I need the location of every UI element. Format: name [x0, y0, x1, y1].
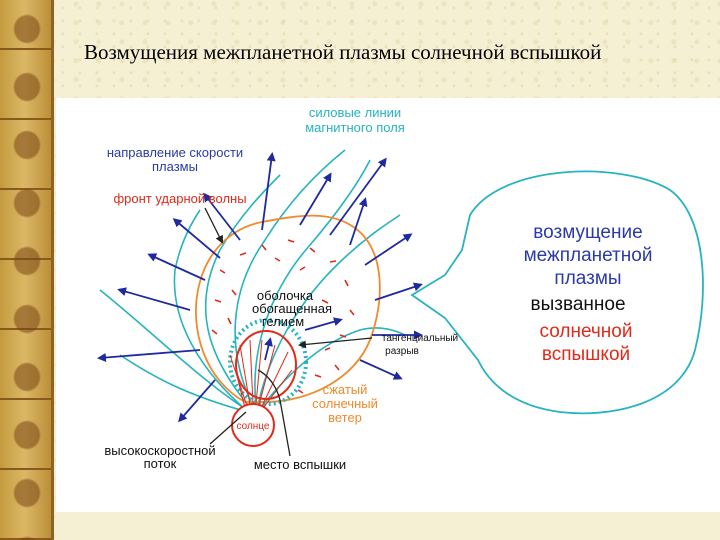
decorative-side-strip — [0, 0, 54, 540]
tangential-boundary — [235, 330, 297, 400]
bubble-line-1: возмущение — [533, 222, 642, 243]
field-lines-label-1: силовые линии — [309, 105, 401, 120]
bubble-line-6: вспышкой — [542, 344, 630, 365]
compressed-wind-label-2: солнечный — [312, 396, 378, 411]
bubble-line-3: плазмы — [554, 268, 621, 289]
helium-label-1: оболочка — [257, 288, 314, 303]
velocity-arrows — [97, 152, 423, 423]
velocity-label-1: направление скорости — [107, 145, 243, 160]
field-lines — [99, 149, 406, 413]
velocity-label-2: плазмы — [152, 159, 198, 174]
shock-front — [195, 214, 381, 403]
callout-bubble — [410, 170, 704, 415]
bubble-line-5: солнечной — [540, 321, 633, 342]
tangential-label-2: разрыв — [385, 346, 419, 357]
slide-title: Возмущения межпланетной плазмы солнечной… — [84, 40, 602, 64]
compressed-wind-label-1: сжатый — [323, 382, 368, 397]
leader-lines — [204, 207, 373, 457]
fast-stream-label-2: поток — [144, 456, 177, 471]
shock-front-label: фронт ударной волны — [113, 191, 246, 206]
sun-label: солнце — [237, 421, 270, 432]
field-lines-label-2: магнитного поля — [305, 120, 405, 135]
bottom-strip — [56, 512, 720, 540]
helium-shell-hatch — [228, 318, 308, 406]
compressed-wind-label-3: ветер — [328, 410, 362, 425]
flare-rays — [229, 339, 293, 409]
flare-site-label: место вспышки — [254, 457, 346, 472]
helium-label-3: гелием — [262, 314, 304, 329]
bubble-line-4: вызванное — [530, 294, 625, 315]
helium-label-2: обогащенная — [252, 301, 332, 316]
fast-stream-label-1: высокоскоростной — [104, 443, 215, 458]
tangential-label-1: тангенциальный — [382, 333, 458, 344]
plasma-dashes — [211, 239, 355, 394]
bubble-line-2: межпланетной — [524, 245, 653, 266]
